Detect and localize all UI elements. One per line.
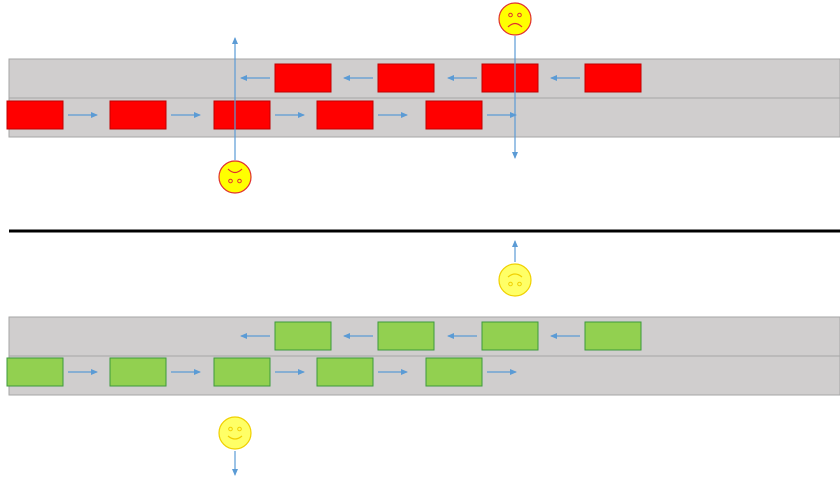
car [377,321,435,351]
face-eye [517,12,522,18]
car [425,100,483,130]
face-mouth [227,435,243,440]
car [213,357,271,387]
face-circle [218,416,252,450]
car [584,321,642,351]
car [274,63,332,93]
face-mouth [507,22,523,28]
happy-face-icon [498,263,532,297]
car [316,100,374,130]
face-mouth [227,168,243,174]
car [425,357,483,387]
sad-face-icon [498,2,532,36]
car [316,357,374,387]
face-eye [228,178,233,184]
face-eye [237,178,242,184]
face-eye [508,281,513,287]
car [584,63,642,93]
car [6,100,64,130]
car [377,63,435,93]
car [6,357,64,387]
face-eye [228,426,233,432]
car [213,100,271,130]
flowing-scenario [6,240,840,476]
car [109,100,167,130]
car [274,321,332,351]
face-mouth [507,273,523,278]
happy-face-icon [218,416,252,450]
face-eye [237,426,242,432]
face-eye [508,12,513,18]
face-circle [498,263,532,297]
car [481,63,539,93]
car [109,357,167,387]
face-circle [218,160,252,194]
face-eye [517,281,522,287]
face-circle [498,2,532,36]
congested-scenario [6,2,840,194]
car [481,321,539,351]
sad-face-icon [218,160,252,194]
